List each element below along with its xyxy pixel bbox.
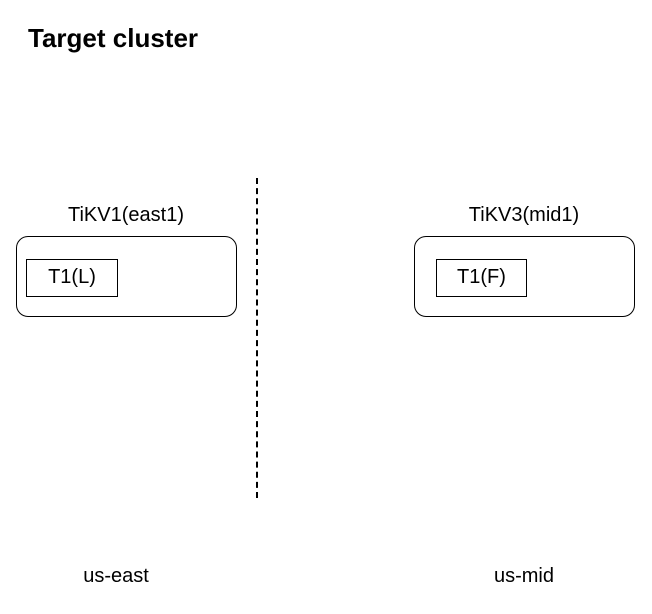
tikv-node-label-east: TiKV1(east1) [68, 204, 184, 226]
diagram-title: Target cluster [28, 23, 199, 53]
zone-label-us-east: us-east [83, 565, 149, 587]
zone-divider [256, 178, 258, 498]
tikv-node-label-mid: TiKV3(mid1) [468, 204, 580, 226]
region-box-follower: T1(F) [436, 259, 527, 297]
zone-label-us-mid: us-mid [493, 565, 554, 587]
region-box-leader: T1(L) [26, 259, 118, 297]
